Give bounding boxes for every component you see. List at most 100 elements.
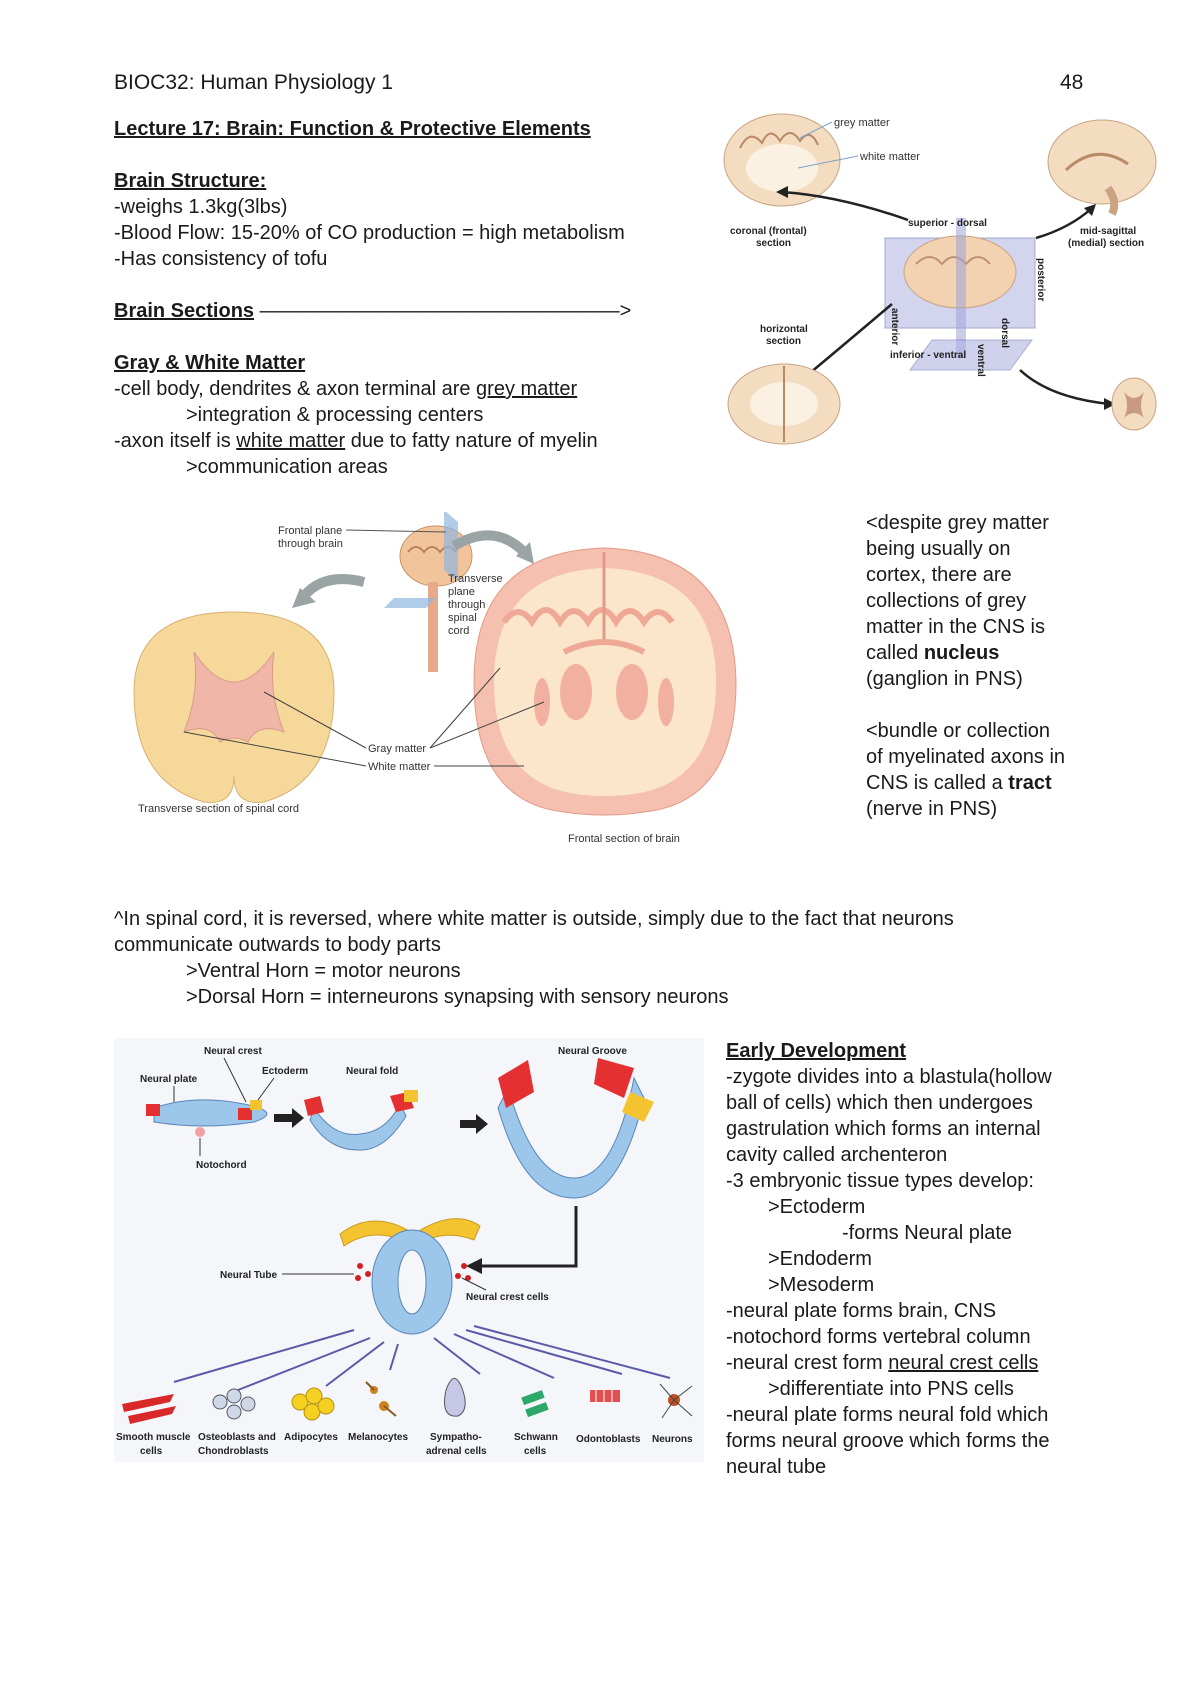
neural-fold-label: Neural fold	[346, 1066, 398, 1077]
note-line: neural tube	[726, 1456, 827, 1478]
spinal-cord-section-image	[133, 611, 335, 803]
spinal-note-line: communicate outwards to body parts	[114, 934, 441, 956]
melanocytes-icon	[365, 1381, 397, 1417]
note-line: called nucleus	[866, 640, 1049, 666]
frontal-plane-label-2: through brain	[278, 538, 343, 550]
note-line: >differentiate into PNS cells	[768, 1378, 1014, 1400]
transverse-label-4: spinal	[448, 612, 477, 624]
text-span: -cell body, dendrites & axon terminal ar…	[114, 378, 477, 400]
text-span: CNS is called a	[866, 772, 1009, 794]
cell-label: Schwann	[514, 1432, 558, 1443]
cell-label: Sympatho-	[430, 1432, 482, 1443]
sympathoadrenal-cells-icon	[444, 1378, 466, 1417]
note-line: cortex, there are	[866, 564, 1012, 586]
note-line: cavity called archenteron	[726, 1144, 948, 1166]
note-line: matter in the CNS is	[866, 616, 1045, 638]
anterior-label: anterior	[889, 308, 900, 345]
course-title: BIOC32: Human Physiology 1	[114, 71, 393, 94]
coronal-section-image	[723, 113, 841, 207]
neural-development-figure: Neural crest Neural plate Ectoderm Notoc…	[114, 1038, 704, 1462]
transverse-label-3: through	[448, 599, 485, 611]
note-line: <despite grey matter	[866, 512, 1049, 534]
osteoblasts-icon	[212, 1388, 256, 1420]
nucleus-note: <despite grey matter being usually on co…	[866, 510, 1049, 692]
dorsal-label: dorsal	[999, 318, 1010, 348]
frontal-plane-label-1: Frontal plane	[278, 525, 342, 537]
adipocytes-icon	[291, 1387, 335, 1421]
text-span: -axon itself is	[114, 430, 237, 452]
nucleus-term: nucleus	[923, 642, 1000, 664]
spinal-note-line: >Dorsal Horn = interneurons synapsing wi…	[186, 986, 729, 1008]
brain-structure-heading: Brain Structure:	[114, 170, 267, 192]
note-line: -3 embryonic tissue types develop:	[726, 1170, 1034, 1192]
horizontal-section-image	[727, 363, 841, 445]
brain-sections-arrow: ——————————————————>	[254, 300, 632, 322]
cell-label: Smooth muscle	[116, 1432, 191, 1443]
white-matter-term: white matter	[236, 430, 346, 452]
brain-sections-figure: grey matter white matter coronal (fronta…	[720, 108, 1160, 452]
mid-sagittal-label-2: (medial) section	[1068, 238, 1144, 249]
white-matter-label: White matter	[368, 761, 431, 773]
brain-structure-line: -weighs 1.3kg(3lbs)	[114, 196, 288, 218]
matter-figure: Transverse section of spinal cord Fronta…	[124, 512, 754, 862]
odontoblasts-icon	[590, 1390, 620, 1402]
note-line: collections of grey	[866, 590, 1027, 612]
note-line: (ganglion in PNS)	[866, 668, 1023, 690]
neural-tube-label: Neural Tube	[220, 1270, 277, 1281]
text-span: -neural crest form	[726, 1352, 889, 1374]
gray-white-line: >communication areas	[186, 456, 388, 478]
inferior-ventral-label: inferior - ventral	[890, 350, 966, 361]
gray-white-line: -axon itself is white matter due to fatt…	[114, 428, 598, 454]
white-matter-label: white matter	[859, 151, 920, 163]
cell-label: cells	[140, 1446, 163, 1457]
ventral-label: ventral	[975, 344, 986, 377]
note-line: -neural crest form neural crest cells	[726, 1350, 1052, 1376]
superior-dorsal-label: superior - dorsal	[908, 218, 987, 229]
transverse-label-1: Transverse	[448, 573, 503, 585]
neural-crest-cells-term: neural crest cells	[888, 1352, 1039, 1374]
page-number: 48	[1060, 71, 1084, 94]
transverse-label-5: cord	[448, 625, 469, 637]
neurons-icon	[659, 1383, 693, 1419]
note-line: -neural plate forms brain, CNS	[726, 1300, 997, 1322]
brain-structure-line: -Has consistency of tofu	[114, 248, 328, 270]
coronal-label-1: coronal (frontal)	[730, 226, 807, 237]
lecture-title: Lecture 17: Brain: Function & Protective…	[114, 118, 591, 140]
note-line: forms neural groove which forms the	[726, 1430, 1050, 1452]
neural-crest-cells-label: Neural crest cells	[466, 1292, 549, 1303]
mid-sagittal-label-1: mid-sagittal	[1080, 226, 1136, 237]
neural-plate-label: Neural plate	[140, 1074, 198, 1085]
early-development-heading: Early Development	[726, 1040, 907, 1062]
neural-crest-label: Neural crest	[204, 1046, 262, 1057]
cell-label: cells	[524, 1446, 547, 1457]
neural-tube-image	[339, 1218, 481, 1335]
note-line: being usually on	[866, 538, 1011, 560]
ectoderm-label: Ectoderm	[262, 1066, 308, 1077]
early-development-notes: Early Development -zygote divides into a…	[726, 1038, 1052, 1480]
note-line: >Mesoderm	[768, 1274, 875, 1296]
brain-structure-line: -Blood Flow: 15-20% of CO production = h…	[114, 222, 625, 244]
neural-plate-image	[146, 1099, 268, 1137]
note-line: of myelinated axons in	[866, 746, 1066, 768]
transverse-label-2: plane	[448, 586, 475, 598]
brain-sections-line: Brain Sections ——————————————————>	[114, 298, 631, 324]
grey-matter-label: grey matter	[834, 117, 890, 129]
tract-term: tract	[1008, 772, 1052, 794]
smooth-muscle-cells-icon	[122, 1394, 176, 1424]
cell-label: Neurons	[652, 1434, 693, 1445]
frontal-section-brain-image	[473, 547, 737, 816]
note-line: -neural plate forms neural fold which	[726, 1404, 1049, 1426]
spinal-caption: Transverse section of spinal cord	[138, 803, 299, 815]
note-line: -zygote divides into a blastula(hollow	[726, 1066, 1052, 1088]
note-line: <bundle or collection	[866, 720, 1051, 742]
note-line: >Ectoderm	[768, 1196, 866, 1218]
brain-caption: Frontal section of brain	[568, 833, 680, 845]
note-line: -notochord forms vertebral column	[726, 1326, 1031, 1348]
note-line: >Endoderm	[768, 1248, 872, 1270]
neural-fold-image	[304, 1090, 418, 1151]
mid-sagittal-image	[1047, 119, 1157, 216]
spinal-cross-section-image	[1111, 377, 1157, 431]
posterior-label: posterior	[1035, 258, 1046, 301]
coronal-label-2: section	[756, 238, 791, 249]
